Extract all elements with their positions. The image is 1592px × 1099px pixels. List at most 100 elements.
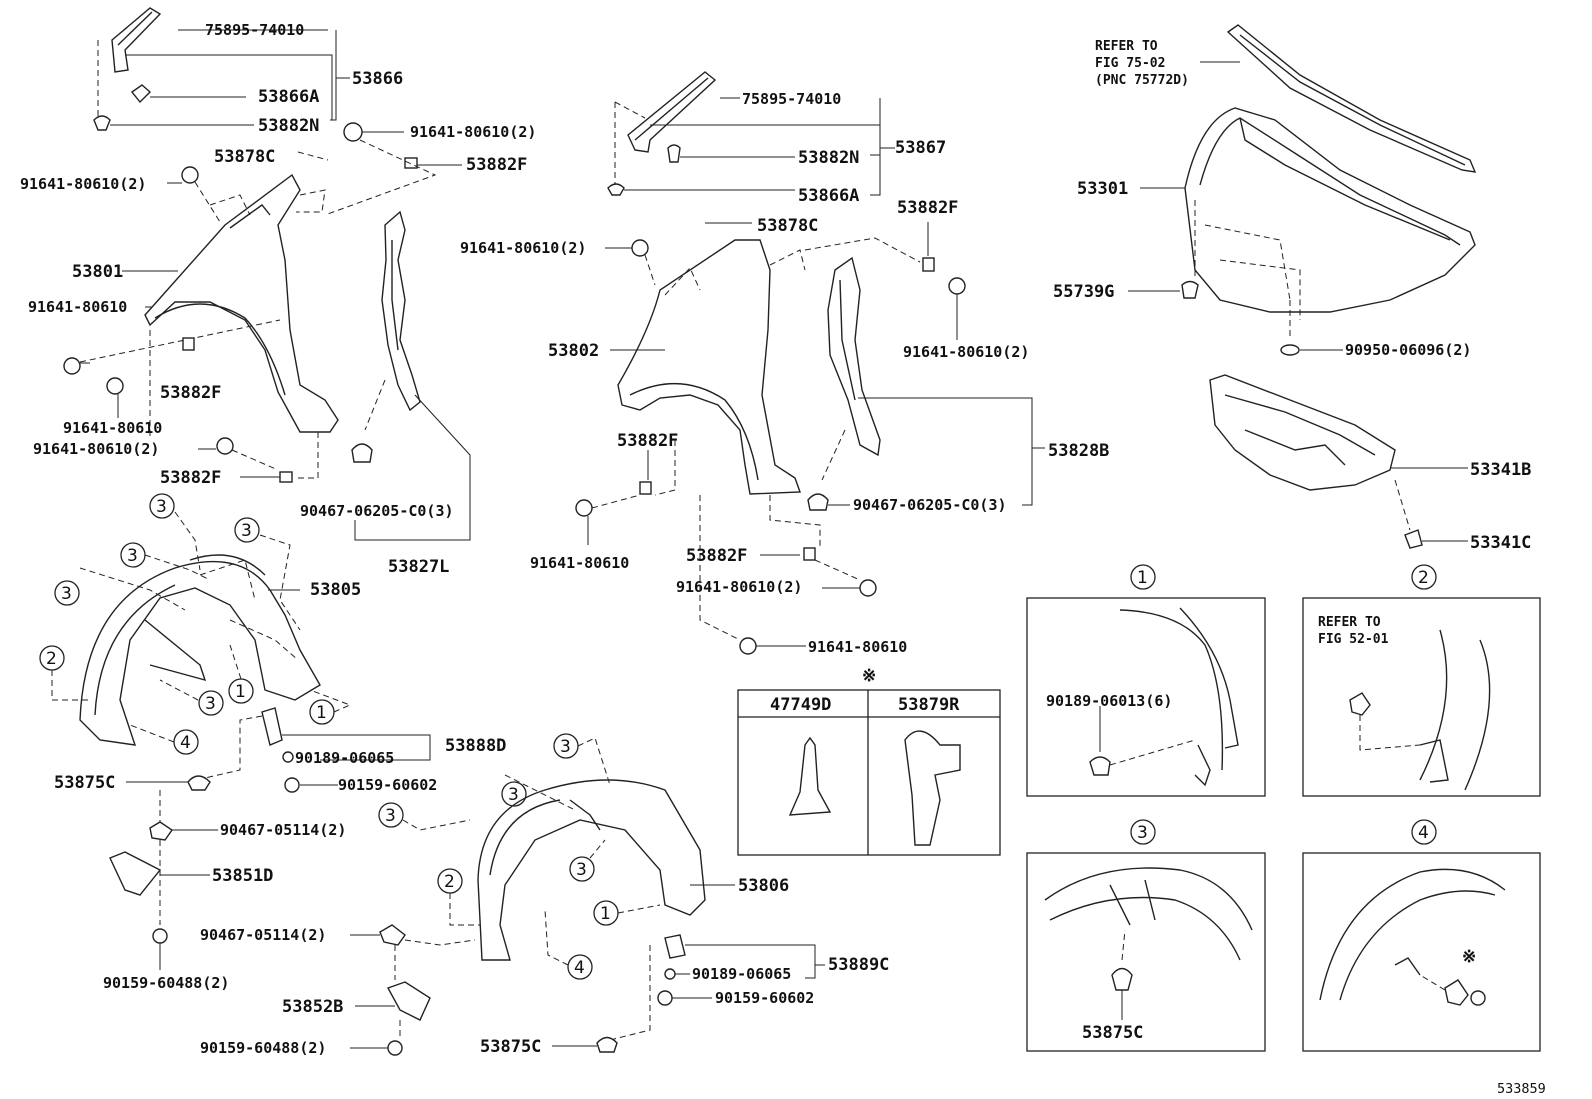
callout-3-f: 3 — [553, 733, 611, 786]
svg-text:1: 1 — [600, 904, 611, 924]
refer-fig75-line1: REFER TO — [1095, 39, 1158, 54]
bracket-53888D-drawing — [126, 707, 431, 825]
liner-53805-drawing — [79, 554, 321, 746]
table-col-47749D: 47749D — [770, 695, 831, 715]
label-53801: 53801 — [72, 262, 123, 282]
fender-53802-drawing — [617, 237, 921, 495]
label-91641-80610-d: 91641-80610 — [808, 638, 907, 656]
label-90159-60488-a: 90159-60488(2) — [103, 974, 229, 992]
callout-4-a: 4 — [129, 724, 199, 755]
insulator-53341B-drawing — [1209, 374, 1468, 549]
bolt-icon — [605, 239, 656, 286]
reference-mark-box4: ※ — [1462, 947, 1476, 967]
callout-2-b: 2 — [437, 868, 480, 926]
label-53867: 53867 — [895, 138, 946, 158]
clip-53852B-drawing — [350, 924, 476, 1056]
svg-text:3: 3 — [576, 860, 587, 880]
label-53882F-f: 53882F — [686, 546, 747, 566]
table-col-53879R: 53879R — [898, 695, 960, 715]
label-53878C-b: 53878C — [757, 216, 818, 236]
bolt-icon — [822, 579, 877, 597]
label-53341C: 53341C — [1470, 533, 1531, 553]
label-53301: 53301 — [1077, 179, 1128, 199]
bolt-icon — [575, 494, 641, 545]
callout-2-a: 2 — [39, 645, 90, 701]
label-91641-80610-c: 91641-80610 — [530, 554, 629, 572]
detail-box-4: 4 — [1302, 819, 1541, 1052]
label-91641-80610-a: 91641-80610 — [28, 298, 127, 316]
svg-text:4: 4 — [574, 958, 585, 978]
callout-3-d: 3 — [54, 567, 186, 611]
label-90467-05114-a: 90467-05114(2) — [220, 821, 346, 839]
label-53341B: 53341B — [1470, 460, 1531, 480]
reference-mark-table: ※ — [862, 666, 876, 686]
bolt-icon — [324, 122, 462, 216]
label-53806: 53806 — [738, 876, 789, 896]
label-53882F-b: 53882F — [160, 383, 221, 403]
svg-text:3: 3 — [1137, 823, 1148, 843]
label-53805: 53805 — [310, 580, 361, 600]
label-91641-80610-b: 91641-80610 — [63, 419, 162, 437]
label-90950-06096: 90950-06096(2) — [1345, 341, 1471, 359]
label-90467-06205-a: 90467-06205-C0(3) — [300, 502, 454, 520]
bracket-53867-drawing — [607, 71, 895, 196]
svg-text:3: 3 — [241, 521, 252, 541]
label-91641-80610-2-e: 91641-80610(2) — [903, 343, 1029, 361]
refer-fig52-line2: FIG 52-01 — [1318, 632, 1389, 647]
label-53882F-e: 53882F — [617, 431, 678, 451]
label-90189-06065-b: 90189-06065 — [692, 965, 791, 983]
detail-box-1: 1 — [1026, 564, 1266, 797]
label-53866A-b: 53866A — [798, 186, 859, 206]
diagram-number: 533859 — [1497, 1081, 1546, 1097]
svg-text:3: 3 — [156, 497, 167, 517]
svg-text:4: 4 — [180, 733, 191, 753]
svg-text:2: 2 — [444, 872, 455, 892]
label-91641-80610-2-d: 91641-80610(2) — [460, 239, 586, 257]
callout-3-c: 3 — [120, 542, 211, 581]
label-90159-60488-b: 90159-60488(2) — [200, 1039, 326, 1057]
label-91641-80610-2-c: 91641-80610(2) — [33, 440, 159, 458]
svg-text:3: 3 — [560, 737, 571, 757]
detail-table — [737, 689, 1001, 856]
svg-text:2: 2 — [46, 649, 57, 669]
hood-53301-drawing — [1140, 107, 1476, 320]
label-90189-06065-a: 90189-06065 — [295, 749, 394, 767]
label-91641-80610-2-a: 91641-80610(2) — [410, 123, 536, 141]
label-90159-60602-a: 90159-60602 — [338, 776, 437, 794]
label-55739G: 55739G — [1053, 282, 1114, 302]
label-91641-80610-2-f: 91641-80610(2) — [676, 578, 802, 596]
bolt-icon — [948, 277, 966, 340]
callout-3-g: 3 — [501, 774, 576, 811]
bolt-icon — [63, 319, 281, 440]
svg-text:1: 1 — [235, 682, 246, 702]
label-53866: 53866 — [352, 69, 403, 89]
label-53802: 53802 — [548, 341, 599, 361]
label-53882F-d: 53882F — [897, 198, 958, 218]
svg-text:4: 4 — [1418, 823, 1429, 843]
label-90159-60602-b: 90159-60602 — [715, 989, 814, 1007]
callout-3-b: 3 — [234, 517, 301, 631]
fender-53801-drawing — [144, 173, 339, 433]
svg-text:3: 3 — [205, 694, 216, 714]
callout-3-e: 3 — [159, 679, 224, 716]
bracket-53866-drawing — [93, 7, 350, 131]
label-53875C-a: 53875C — [54, 773, 115, 793]
label-75895-74010-b: 75895-74010 — [742, 90, 841, 108]
label-90189-06013: 90189-06013(6) — [1046, 692, 1172, 710]
label-53888D: 53888D — [445, 736, 506, 756]
label-53882F-c: 53882F — [160, 468, 221, 488]
liner-53828B-drawing — [807, 256, 1045, 511]
label-91641-80610-2-b: 91641-80610(2) — [20, 175, 146, 193]
label-53882N-b: 53882N — [798, 148, 859, 168]
callout-1-c: 1 — [593, 900, 661, 926]
label-90467-05114-b: 90467-05114(2) — [200, 926, 326, 944]
bolt-icon — [167, 166, 221, 223]
svg-text:3: 3 — [127, 546, 138, 566]
liner-53827L-drawing — [351, 210, 471, 541]
liner-53806-drawing — [477, 779, 735, 961]
hood-seal-drawing — [1226, 24, 1477, 173]
refer-fig75-line3: (PNC 75772D) — [1095, 73, 1189, 88]
label-53878C-a: 53878C — [214, 147, 275, 167]
detail-box-3: 3 — [1026, 819, 1266, 1052]
